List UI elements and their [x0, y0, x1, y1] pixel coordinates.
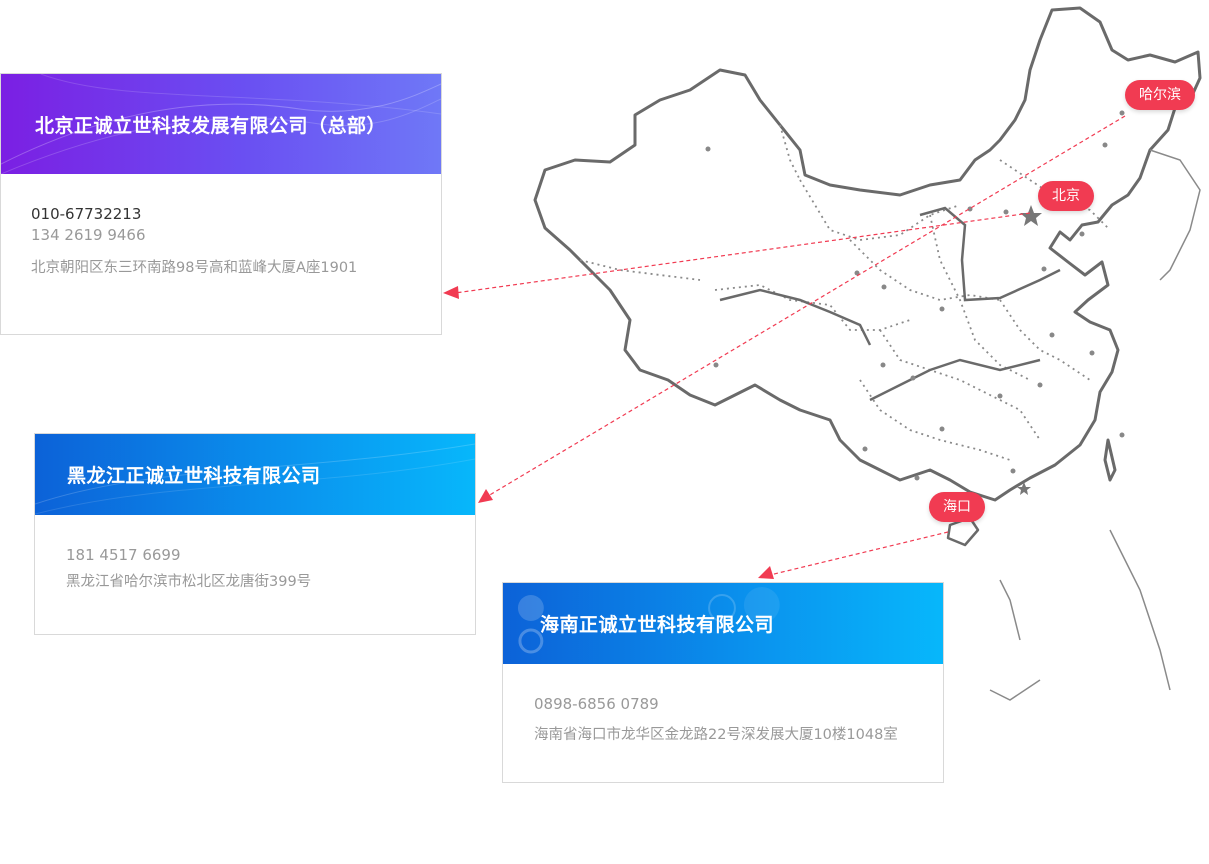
- marker-beijing[interactable]: 北京: [1038, 181, 1094, 211]
- office-address: 北京朝阳区东三环南路98号高和蓝峰大厦A座1901: [31, 260, 358, 276]
- office-address: 海南省海口市龙华区金龙路22号深发展大厦10楼1048室: [534, 727, 898, 743]
- marker-haikou[interactable]: 海口: [929, 492, 985, 522]
- inner-rivers: [719, 206, 1061, 402]
- office-card-beijing: 北京正诚立世科技发展有限公司（总部） 010-67732213 134 2619…: [0, 73, 442, 335]
- connector-arrowheads: [443, 286, 774, 579]
- office-phone[interactable]: 0898-6856 0789: [534, 695, 659, 713]
- office-card-hainan: 海南正诚立世科技有限公司 0898-6856 0789 海南省海口市龙华区金龙路…: [502, 582, 944, 783]
- wave-decoration: [1, 74, 441, 174]
- wave-decoration: [35, 443, 475, 515]
- beijing-star-icon: [1020, 205, 1042, 226]
- bubble-decoration: [517, 587, 780, 654]
- marker-harbin[interactable]: 哈尔滨: [1125, 80, 1195, 110]
- office-card-heilongjiang: 黑龙江正诚立世科技有限公司 181 4517 6699 黑龙江省哈尔滨市松北区龙…: [34, 433, 476, 635]
- office-name: 海南正诚立世科技有限公司: [540, 614, 775, 636]
- office-mobile[interactable]: 134 2619 9466: [31, 226, 146, 244]
- connector-lines: [454, 115, 1126, 576]
- office-card-header: 黑龙江正诚立世科技有限公司: [35, 434, 475, 515]
- office-phone[interactable]: 010-67732213: [31, 205, 142, 223]
- province-borders: [579, 124, 1111, 461]
- office-name: 北京正诚立世科技发展有限公司（总部）: [35, 114, 387, 137]
- haikou-star-icon: [1017, 482, 1031, 495]
- office-phone[interactable]: 181 4517 6699: [66, 546, 181, 564]
- office-card-header: 海南正诚立世科技有限公司: [503, 583, 943, 664]
- office-card-header: 北京正诚立世科技发展有限公司（总部）: [1, 74, 441, 174]
- islands: [989, 149, 1201, 701]
- office-name: 黑龙江正诚立世科技有限公司: [67, 465, 321, 487]
- map-border: [533, 6, 1202, 547]
- city-dots: [705, 110, 1125, 481]
- office-address: 黑龙江省哈尔滨市松北区龙唐街399号: [66, 574, 312, 590]
